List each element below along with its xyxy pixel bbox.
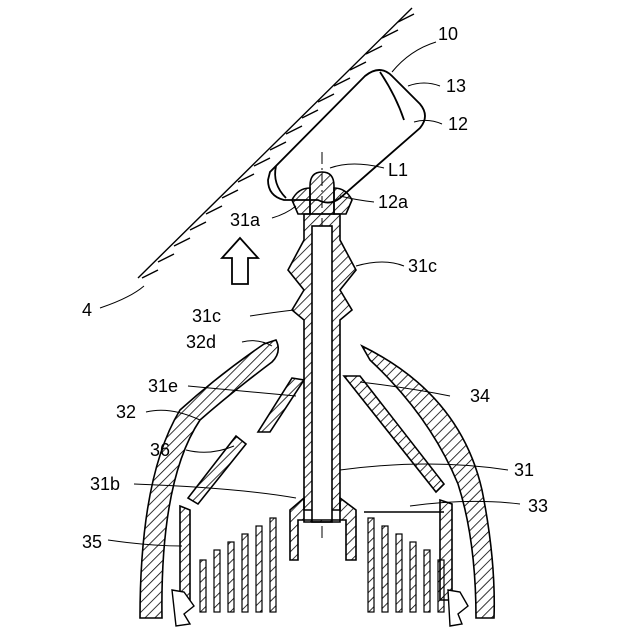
label-31e: 31e <box>148 376 178 396</box>
label-31a: 31a <box>230 210 261 230</box>
shaft <box>288 214 356 522</box>
label-12: 12 <box>448 114 468 134</box>
label-32d: 32d <box>186 332 216 352</box>
label-31c-left: 31c <box>192 306 221 326</box>
label-31b: 31b <box>90 474 120 494</box>
label-35: 35 <box>82 532 102 552</box>
label-12a: 12a <box>378 192 409 212</box>
label-31: 31 <box>514 460 534 480</box>
label-31c-right: 31c <box>408 256 437 276</box>
label-34: 34 <box>470 386 490 406</box>
label-13: 13 <box>446 76 466 96</box>
label-l1: L1 <box>388 160 408 180</box>
label-33: 33 <box>528 496 548 516</box>
up-arrow-icon <box>222 238 258 284</box>
label-4: 4 <box>82 300 92 320</box>
label-32: 32 <box>116 402 136 422</box>
label-10: 10 <box>438 24 458 44</box>
device-body <box>268 70 425 203</box>
label-36: 36 <box>150 440 170 460</box>
